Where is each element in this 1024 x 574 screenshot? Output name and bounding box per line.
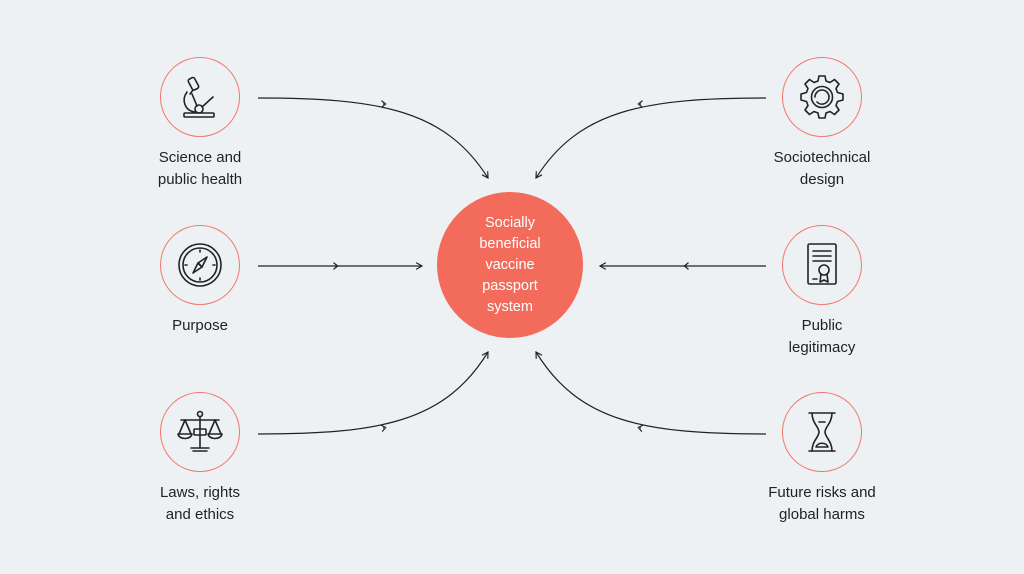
node-legitimacy bbox=[782, 225, 862, 305]
hourglass-icon bbox=[808, 412, 836, 452]
label-risks: Future risks and global harms bbox=[768, 484, 876, 523]
arrow-risks bbox=[535, 350, 767, 435]
arrow-science bbox=[257, 97, 489, 180]
center-line-3: vaccine bbox=[485, 256, 535, 273]
center-line-5: system bbox=[487, 298, 533, 315]
arrow-sociotechnical bbox=[535, 97, 767, 180]
compass-icon bbox=[178, 243, 222, 287]
node-laws bbox=[160, 392, 240, 472]
label-sociotechnical: Sociotechnical design bbox=[773, 149, 871, 188]
center-node: Socially beneficial vaccine passport sys… bbox=[437, 192, 583, 338]
gear-icon bbox=[800, 75, 844, 119]
node-risks bbox=[782, 392, 862, 472]
node-science bbox=[160, 57, 240, 137]
microscope-icon bbox=[183, 76, 215, 118]
arrow-laws bbox=[257, 350, 489, 435]
center-line-4: passport bbox=[482, 277, 538, 294]
scales-icon bbox=[177, 410, 223, 452]
certificate-icon bbox=[807, 243, 837, 285]
label-purpose: Purpose bbox=[172, 317, 228, 334]
label-laws: Laws, rights and ethics bbox=[159, 484, 241, 523]
center-line-1: Socially bbox=[485, 214, 535, 231]
label-legitimacy: Public legitimacy bbox=[788, 317, 856, 356]
node-purpose bbox=[160, 225, 240, 305]
node-sociotechnical bbox=[782, 57, 862, 137]
label-science: Science and public health bbox=[157, 149, 243, 188]
center-line-2: beneficial bbox=[479, 235, 541, 252]
